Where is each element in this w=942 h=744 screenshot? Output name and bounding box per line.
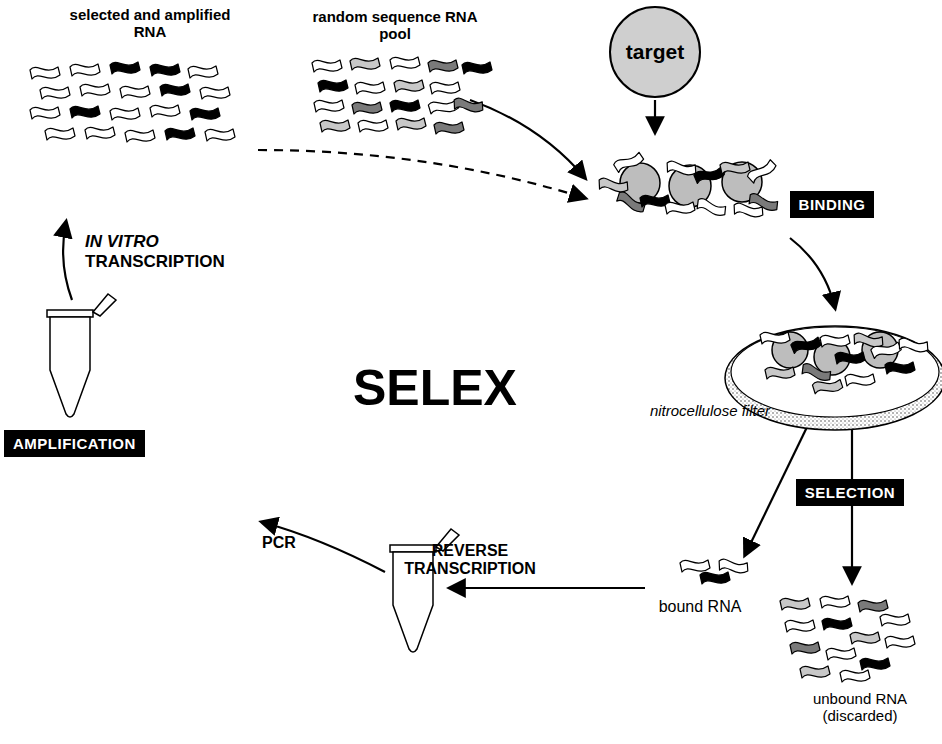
reaction-tubes [47,294,459,652]
rna-strand [845,374,875,386]
rna-strand [394,80,424,92]
rna-strand [430,82,460,94]
rna-strand [110,62,140,74]
rna-strand [598,177,630,194]
step-name: PCR [262,534,322,552]
node-text: AMPLIFICATION [13,435,136,452]
rna-strand [765,367,795,379]
rna-strand [40,87,70,99]
rna-strand [125,130,155,142]
step-name: TRANSCRIPTION [85,252,265,272]
rna-strand [160,84,190,96]
step-label: AMPLIFICATION [4,430,145,457]
rna-strand [760,332,790,344]
node-text: SELECTION [805,484,895,501]
rna-strand [693,167,725,184]
rna-strand [350,58,380,70]
rna-strand [800,362,832,384]
rna-strand [695,197,727,219]
part-label: nitrocellulose filter [640,402,770,419]
rna-strand [613,152,645,174]
rna-strand [800,666,830,678]
rna-strand [718,558,750,575]
rna-strand [820,335,850,347]
rna-strand [835,352,865,364]
rna-strand [358,120,388,132]
rna-strand [396,118,426,130]
rna-strand [312,60,342,72]
rna-strand [885,636,915,648]
rna-strand [314,100,344,112]
rna-strand [820,596,850,608]
rna-strand [200,87,230,99]
rna-strand [188,66,218,78]
rna-strand [70,64,100,76]
pool-label: bound RNA [640,598,760,616]
step-name: REVERSE TRANSCRIPTION [385,542,555,579]
rna-strand [746,159,778,184]
rna-strand [30,67,60,79]
step-label: BINDING [790,191,875,218]
rna-strand [790,642,820,654]
rna-strand [70,106,100,118]
rna-strand [453,97,485,114]
rna-strand [150,105,180,117]
rna-strand [150,64,180,76]
rna-strand [165,128,195,140]
rna-strand [390,100,420,112]
rna-strand [680,560,710,572]
rna-strand [352,102,382,114]
rna-strand [885,362,915,374]
rna-strand [320,120,350,132]
rna-strand [812,379,843,394]
step-label: SELECTION [796,479,904,506]
rna-strand [822,618,852,630]
rna-strand [390,57,420,69]
rna-strand [780,598,810,610]
cycle-arrows [63,100,852,588]
rna-strand [428,60,458,72]
target-circle: target [609,6,701,98]
step-name: IN VITRO [85,232,265,252]
rna-strands [30,57,929,682]
pool-label: unbound RNA (discarded) [790,690,930,725]
rna-strand [790,337,822,354]
pool-label: random sequence RNA pool [300,8,490,43]
rna-strand [840,670,870,682]
rna-strand [355,82,385,94]
rna-strand [826,648,856,660]
rna-strand [30,107,60,119]
pool-label: selected and amplified RNA [60,6,240,41]
rna-strand [850,632,880,644]
rna-strand [120,86,150,98]
rna-strand [700,572,730,584]
rna-strand [870,342,902,359]
rna-strand [785,620,815,632]
rna-strand [462,62,492,74]
rna-strand [665,202,695,214]
node-text: target [626,40,684,64]
rna-strand [860,658,890,670]
rna-strand [110,108,140,120]
rna-strand [880,614,910,626]
rna-strand [858,600,888,612]
rna-strand [666,160,698,177]
rna-strand [80,84,110,96]
rna-strand [720,162,750,174]
diagram-title: SELEX [320,360,550,418]
rna-strand [434,122,464,134]
rna-strand [205,129,235,141]
rna-strand [733,202,765,219]
node-text: BINDING [799,196,866,213]
rna-strand [45,128,75,140]
rna-strand [190,108,220,120]
rna-strand [318,80,348,92]
rna-strand [85,127,115,139]
rna-strand [898,337,930,354]
